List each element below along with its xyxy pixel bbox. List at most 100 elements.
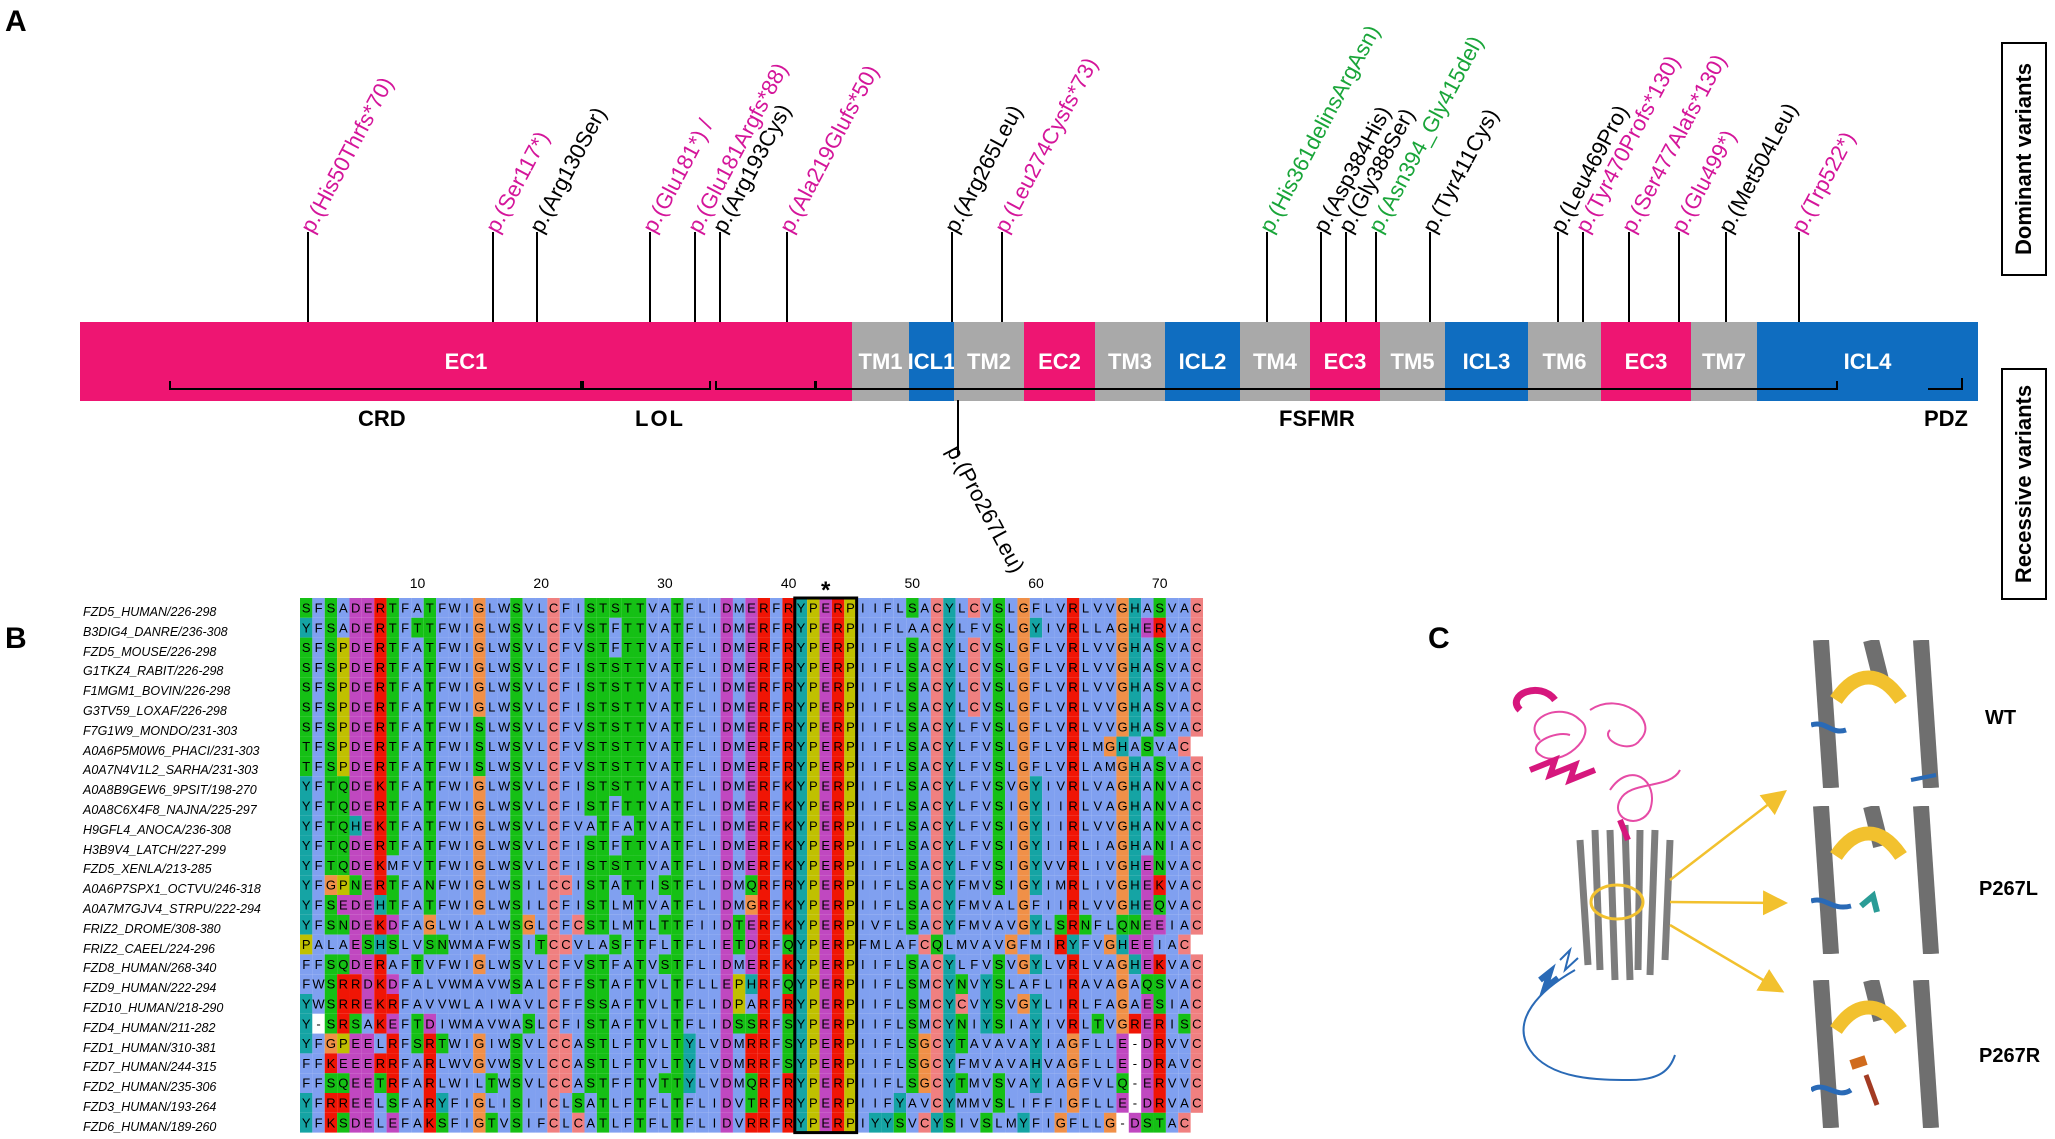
dominant-variant-stem [1798,232,1800,322]
msa-residue: E [747,620,756,635]
segment-tm6: TM6 [1528,322,1601,401]
msa-sequence-name: G1TKZ4_RABIT/226-298 [83,664,224,679]
msa-residue-cell [596,598,610,618]
msa-residue: M [734,620,745,635]
msa-residue-cell [584,598,597,618]
msa-residue: L [1082,601,1089,616]
msa-sequence-name: F7G1W9_MONDO/231-303 [83,723,238,738]
msa-residue: D [722,601,731,616]
msa-residue-cell [1066,598,1080,618]
msa-residue: T [426,620,434,635]
msa-residue: S [512,620,521,635]
msa-residue: G [474,640,484,655]
msa-residue-cell [510,598,523,618]
msa-residue-cell [361,637,375,658]
msa-residue-cell [473,598,486,618]
msa-residue: W [448,601,461,616]
msa-residue: T [426,601,434,616]
msa-residue-cell [633,617,647,638]
msa-residue: R [1155,620,1164,635]
domain-pdz: PDZ [1924,406,1968,431]
msa-residue: A [1180,601,1189,616]
msa-residue: T [426,640,434,655]
msa-residue: F [772,620,780,635]
msa-residue-cell [708,598,721,618]
msa-sequence-name: FZD7_HUMAN/244-315 [83,1060,217,1075]
msa-residue: R [376,620,385,635]
dominant-variant-stem [1678,232,1680,322]
msa-residue: L [1008,601,1015,616]
msa-residue: A [413,601,422,616]
msa-residue-cell [869,598,882,618]
msa-residue-cell [1116,598,1129,618]
msa-residue-cell [794,598,808,618]
msa-residue: A [413,640,422,655]
msa-residue-cell [819,617,832,638]
msa-residue: C [969,601,978,616]
msa-residue: W [448,620,461,635]
msa-sequence-name: A0A8B9GEW6_9PSIT/198-270 [83,783,257,798]
msa-residue: F [772,601,780,616]
msa-residue: F [401,640,409,655]
msa-residue: T [673,601,681,616]
segment-tm5: TM5 [1380,322,1445,401]
msa-residue: R [784,601,793,616]
msa-residue: I [873,620,877,635]
msa-residue: V [648,620,657,635]
msa-residue: T [624,620,632,635]
msa-residue: C [932,601,941,616]
msa-residue-cell [386,598,399,618]
dominant-variant-stem [492,232,494,322]
msa-residue-cell [572,617,585,638]
msa-residue: F [562,601,570,616]
msa-residue: V [525,601,534,616]
msa-residue: F [438,640,446,655]
msa-sequence-name: FZD2_HUMAN/235-306 [83,1080,217,1095]
msa-residue-cell [918,617,931,638]
msa-residue: V [982,620,991,635]
msa-residue-cell [411,598,424,618]
msa-sequence-name: A0A6P5M0W6_PHACI/231-303 [83,743,260,758]
msa-residue-cell [312,617,325,638]
msa-residue-cell [547,617,560,638]
msa-residue-cell [349,598,362,618]
panel-b-label: B [5,622,27,655]
segment-ec3: EC3 [1310,322,1380,401]
msa-residue-cell [386,637,399,658]
msa-residue-cell [695,598,709,618]
msa-residue-cell [1190,617,1204,638]
msa-residue-cell [473,637,486,658]
msa-residue-cell [1042,598,1055,618]
msa-residue-cell [955,598,968,618]
dominant-variant-stem [1345,232,1347,322]
msa-residue: S [586,620,595,635]
msa-residue: L [1008,620,1015,635]
msa-residue-cell [967,598,981,618]
msa-residue-cell [374,637,387,658]
msa-residue-cell [930,617,944,638]
msa-residue-cell [683,617,696,638]
dominant-variant-stem [786,232,788,322]
msa-residue: I [861,620,865,635]
msa-residue: L [896,601,903,616]
msa-residue-cell [448,617,461,638]
msa-residue-cell [436,617,449,638]
msa-residue-cell [510,637,523,658]
msa-residue: L [488,601,495,616]
msa-residue-cell [436,598,449,618]
msa-residue: L [958,620,965,635]
msa-residue: L [1045,601,1052,616]
msa-residue: E [364,601,373,616]
msa-residue: P [846,601,855,616]
msa-sequence-name: A0A7N4V1L2_SARHA/231-303 [83,763,259,778]
msa-residue-cell [1128,617,1142,638]
msa-residue: W [498,620,511,635]
msa-residue: L [1094,620,1101,635]
msa-residue: I [1047,620,1051,635]
msa-residue: T [389,640,397,655]
segment-tm7: TM7 [1691,322,1757,401]
msa-residue-cell [411,637,424,658]
msa-residue: V [1106,601,1115,616]
msa-residue: F [970,620,978,635]
msa-residue-cell [510,617,523,638]
